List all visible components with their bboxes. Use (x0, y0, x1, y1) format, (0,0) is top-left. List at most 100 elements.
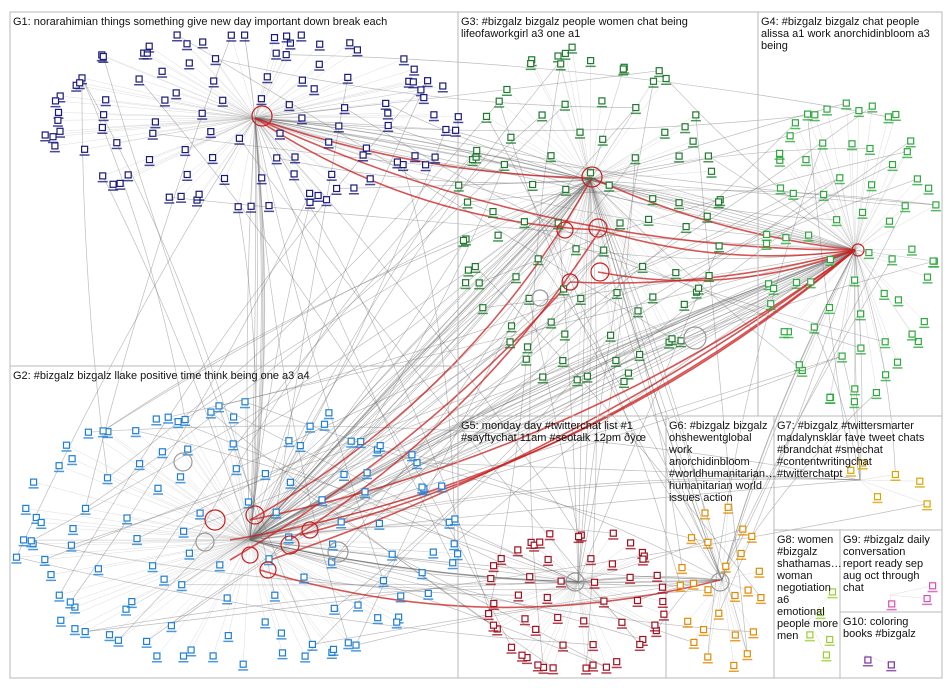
edge (829, 249, 856, 308)
edge (218, 405, 251, 541)
edge (577, 577, 631, 583)
edge (576, 179, 591, 380)
edge (249, 539, 332, 563)
edge (189, 62, 256, 119)
edge (139, 463, 251, 541)
edge (589, 107, 637, 181)
node-underline (893, 304, 904, 307)
edge (249, 202, 311, 541)
node-underline (615, 228, 625, 230)
node-underline (567, 52, 578, 54)
node-underline (845, 475, 856, 477)
node-underline (634, 359, 645, 361)
node-underline (326, 657, 337, 659)
node-underline (768, 293, 779, 295)
node (408, 451, 416, 459)
node (613, 658, 621, 666)
node (616, 219, 624, 227)
edge (71, 458, 251, 541)
edge (718, 249, 856, 614)
node (644, 215, 653, 223)
edge (254, 44, 320, 119)
edge (103, 56, 256, 119)
edge (101, 54, 256, 119)
node-underline (677, 572, 687, 575)
node-underline (658, 619, 669, 621)
node-underline (637, 271, 648, 273)
node (489, 208, 497, 216)
edge (497, 581, 579, 630)
node (277, 629, 285, 637)
node (749, 628, 758, 636)
node-underline (537, 120, 548, 122)
node (494, 231, 502, 239)
node-underline (333, 131, 344, 133)
edge (780, 187, 856, 251)
node-underline (180, 154, 191, 157)
node (357, 438, 365, 446)
edge (589, 179, 649, 220)
node-underline (171, 97, 182, 100)
node (410, 65, 418, 73)
node-underline (296, 123, 307, 125)
edge (528, 298, 579, 537)
node (132, 427, 140, 435)
node-underline (488, 608, 499, 610)
node-underline (887, 169, 898, 172)
node (55, 462, 63, 470)
node-underline (18, 544, 29, 547)
edge (102, 238, 467, 432)
edge (254, 117, 936, 206)
node-underline (358, 160, 369, 162)
node-underline (65, 607, 76, 609)
node-underline (537, 382, 548, 384)
node-underline (141, 646, 152, 648)
edge (589, 179, 640, 355)
node (819, 190, 828, 199)
node-underline (339, 479, 349, 481)
node-underline (834, 182, 845, 185)
node-underline (713, 206, 724, 209)
edge (232, 443, 251, 541)
node-underline (260, 627, 271, 629)
node-underline (743, 595, 754, 597)
edge (254, 117, 311, 203)
node-underline (521, 364, 532, 366)
edge (254, 117, 332, 175)
node-underline (553, 228, 564, 230)
edge (453, 249, 856, 545)
edge (562, 179, 591, 361)
node-underline (378, 585, 389, 588)
edge (254, 117, 384, 581)
node (181, 146, 189, 154)
node-underline (927, 590, 938, 593)
edge (249, 259, 831, 541)
edge (475, 266, 762, 598)
node (804, 231, 813, 239)
node (232, 465, 240, 473)
node (557, 60, 565, 68)
node (463, 198, 472, 206)
edge (467, 189, 936, 206)
node-underline (847, 148, 857, 151)
edge (854, 249, 899, 301)
node-underline (231, 473, 242, 476)
edge (577, 581, 656, 626)
node (632, 103, 640, 112)
node (624, 369, 633, 377)
edge (254, 117, 436, 158)
node (701, 509, 709, 517)
node-underline (50, 105, 61, 108)
edge (304, 140, 911, 657)
node (684, 617, 692, 625)
edge (249, 179, 591, 541)
edge (681, 567, 723, 581)
node (310, 85, 318, 93)
edge (244, 401, 251, 541)
edge (589, 179, 676, 273)
node (891, 470, 900, 479)
node (153, 652, 161, 660)
node-underline (331, 193, 342, 195)
edge (210, 412, 251, 541)
node-underline (809, 332, 820, 334)
